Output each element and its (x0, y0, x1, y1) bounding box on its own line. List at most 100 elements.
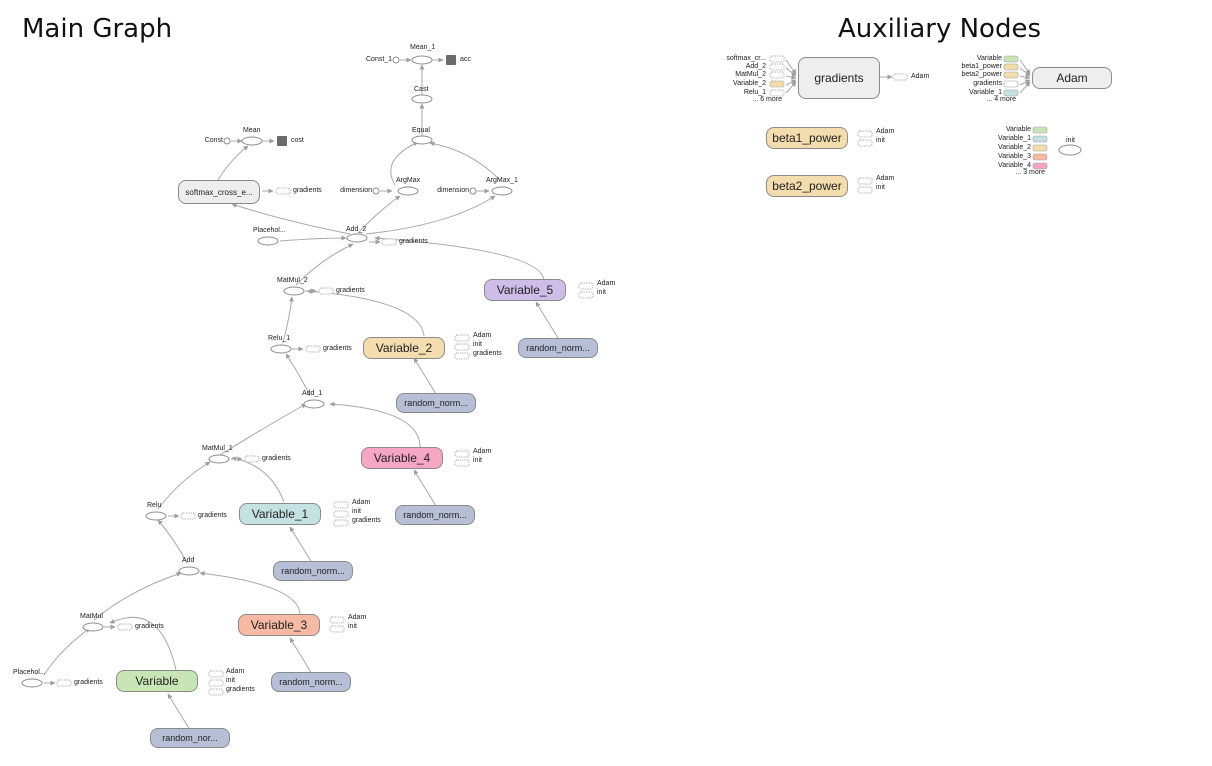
op-argmax (397, 186, 419, 196)
label-equal: Equal (412, 127, 430, 134)
adam-input: gradients (973, 80, 1002, 87)
init-input: Variable (1005, 126, 1031, 133)
edge (535, 301, 559, 339)
cost-summary-icon (277, 136, 287, 146)
mini-node (454, 450, 470, 458)
edge (285, 353, 311, 397)
mini-node (454, 352, 470, 360)
edge (329, 401, 421, 448)
mini-node (769, 80, 785, 88)
label-matmul-2: MatMul_2 (277, 277, 308, 284)
mini-node (454, 459, 470, 467)
op-add-2 (346, 233, 368, 243)
node-variable-1[interactable]: Variable_1 (239, 503, 321, 525)
label-mean: Mean (243, 127, 261, 134)
init-input: Variable_2 (998, 144, 1031, 151)
label-add-1: Add_1 (302, 390, 323, 397)
side-gradients: gradients (262, 455, 291, 462)
edge (429, 141, 501, 181)
label-dimension-a: dimension (340, 187, 372, 194)
mini-node (244, 455, 260, 463)
node-variable[interactable]: Variable (116, 670, 198, 692)
init-input: Variable_4 (998, 162, 1031, 169)
node-variable-3[interactable]: Variable_3 (238, 614, 320, 636)
side-adam: Adam (911, 73, 930, 80)
node-beta2-power[interactable]: beta2_power (766, 175, 848, 197)
gradients-input: MatMul_2 (735, 71, 766, 78)
edge (289, 637, 313, 675)
mini-node (892, 73, 908, 81)
label-placeholder: Placehol... (13, 669, 46, 676)
side-gradients: gradients (323, 345, 352, 352)
mini-node (1003, 80, 1019, 88)
node-adam[interactable]: Adam (1032, 67, 1112, 89)
label-dimension-b: dimension (437, 187, 469, 194)
node-softmax-cross-entropy[interactable]: softmax_cross_e... (178, 180, 260, 204)
mini-node (1003, 55, 1019, 63)
side-init: init (226, 677, 235, 684)
gradients-input: Variable_2 (733, 80, 766, 87)
auxiliary-nodes-title: Auxiliary Nodes (838, 14, 1041, 44)
node-random-normal-v5[interactable]: random_norm... (518, 338, 598, 358)
op-equal (411, 135, 433, 145)
label-cost: cost (291, 137, 304, 144)
label-argmax-1: ArgMax_1 (486, 177, 518, 184)
edge (199, 571, 301, 616)
mini-node (275, 187, 291, 195)
side-gradients: gradients (293, 187, 322, 194)
edge (1019, 81, 1031, 94)
op-relu-1 (270, 344, 292, 354)
label-add-2: Add_2 (346, 226, 367, 233)
label-cast: Cast (414, 86, 429, 93)
edge (365, 195, 496, 235)
node-random-normal-v1[interactable]: random_norm... (273, 561, 353, 581)
edge (167, 693, 191, 731)
edge (93, 572, 182, 621)
side-init: init (597, 289, 606, 296)
edge (785, 74, 797, 80)
node-variable-2[interactable]: Variable_2 (363, 337, 445, 359)
op-cast (411, 94, 433, 104)
side-gradients: gradients (135, 623, 164, 630)
node-random-normal-v2[interactable]: random_norm... (396, 393, 476, 413)
node-beta1-power[interactable]: beta1_power (766, 127, 848, 149)
side-adam: Adam (226, 668, 245, 675)
edge (217, 145, 249, 181)
mini-node (857, 186, 873, 194)
gradients-input-more: ... 6 more (752, 96, 782, 103)
mini-node (1032, 162, 1048, 170)
node-gradients[interactable]: gradients (798, 57, 880, 99)
mini-node (454, 343, 470, 351)
mini-node (318, 287, 334, 295)
init-input: Variable_3 (998, 153, 1031, 160)
const-node (223, 137, 231, 145)
side-adam: Adam (473, 448, 492, 455)
edge (157, 519, 188, 564)
edge (1019, 79, 1031, 86)
mini-node (381, 238, 397, 246)
edge (785, 81, 797, 94)
op-matmul (82, 622, 104, 632)
op-init (1058, 144, 1082, 156)
node-variable-5[interactable]: Variable_5 (484, 279, 566, 301)
mini-node (1003, 89, 1019, 97)
op-add-1 (303, 399, 325, 409)
node-random-normal-v3[interactable]: random_norm... (271, 672, 351, 692)
label-relu-1: Relu_1 (268, 335, 291, 342)
adam-input: beta2_power (961, 71, 1002, 78)
op-mean-1 (411, 55, 433, 65)
mini-node (769, 71, 785, 79)
dimension-a-node (372, 187, 380, 195)
mini-node (329, 625, 345, 633)
edge (1019, 74, 1031, 80)
edge (306, 288, 425, 337)
op-add (178, 566, 200, 576)
edge (357, 195, 401, 234)
op-mean (241, 136, 263, 146)
mini-node (305, 345, 321, 353)
node-variable-4[interactable]: Variable_4 (361, 447, 443, 469)
node-random-normal-v4[interactable]: random_norm... (395, 505, 475, 525)
label-acc: acc (460, 56, 471, 63)
node-random-normal-v[interactable]: random_nor... (150, 728, 230, 748)
mini-node (1032, 153, 1048, 161)
